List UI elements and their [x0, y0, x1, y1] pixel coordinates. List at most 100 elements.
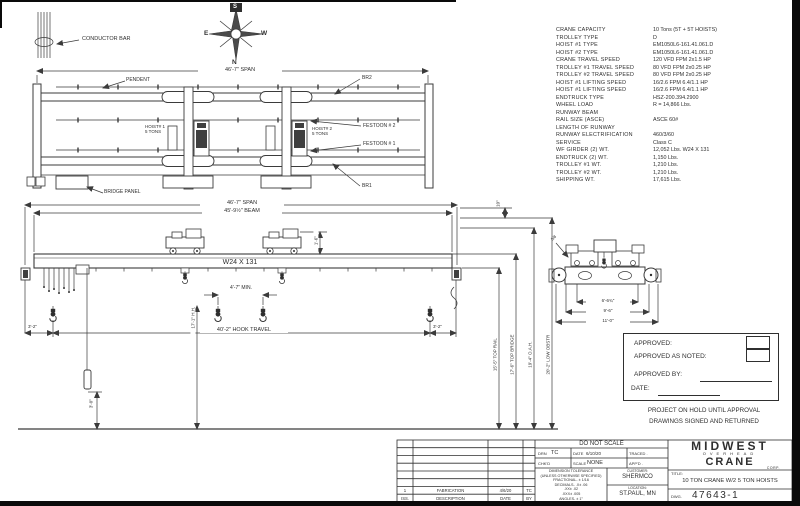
logo-midwest: MIDWEST — [691, 439, 769, 453]
approved-as-noted-label: APPROVED AS NOTED: — [634, 353, 707, 360]
chkd-label: CHK'D — [538, 461, 551, 466]
pendant-drop — [83, 268, 92, 390]
drawing-title: 10 TON CRANE W/2 5 TON HOISTS — [682, 478, 778, 484]
endview-dim3: 11'-0" — [586, 318, 630, 324]
elevation-dimensions — [18, 207, 558, 430]
spec-row: TROLLEY #2 WT.1,210 Lbs. — [556, 169, 679, 176]
sheet-edge-top — [0, 0, 456, 2]
approved-by-line[interactable] — [700, 381, 772, 382]
spec-row: RUNWAY BEAM — [556, 109, 599, 116]
plan-span-dim: 46'-7" SPAN — [198, 67, 282, 74]
spec-row: SHIPPING WT.17,615 Lbs. — [556, 177, 682, 183]
oah-dim: 19'-4" O.A.H. — [527, 322, 533, 387]
girder-br1 — [40, 156, 426, 166]
compass-west-label: W — [261, 30, 268, 37]
sheet-edge-left — [0, 0, 2, 28]
plan-view-linework — [26, 68, 434, 194]
customer-value: SHERMCO — [622, 474, 653, 480]
scale-value: NONE — [587, 459, 603, 466]
festoon1-label: FESTOON # 1 — [363, 141, 396, 147]
rev-header-description: DESCRIPTION — [436, 496, 465, 501]
elev-beam-dim: 45'-9½" BEAM — [202, 208, 282, 215]
location-label: LOCATION: — [628, 486, 647, 490]
company-logo: MIDWEST OVERHEAD CRANE CORP. — [668, 439, 792, 470]
pendant-station — [26, 176, 36, 187]
end-view-linework — [548, 239, 662, 285]
compass-s-box — [230, 3, 242, 12]
spec-row: TROLLEY #1 WT.1,210 Lbs. — [556, 162, 679, 168]
ten-inch-dim: 10" — [495, 200, 501, 207]
spec-row: RAIL SIZE (ASCE)ASCE 60# — [556, 117, 679, 123]
obstruction-break — [450, 286, 458, 310]
compass-north-label: N — [232, 59, 237, 66]
hoist2-label: HOIST# 2 5 TONS — [312, 126, 333, 137]
dwg-label: DWG. — [671, 494, 682, 499]
low-obstr-dim: 20'-2" LOW OBSTR — [545, 322, 551, 387]
sheet-edge-right — [792, 0, 800, 506]
top-rail-dim: 15'-5" TOP RAIL — [492, 322, 498, 387]
hold-note-line2: DRAWINGS SIGNED AND RETURNED — [649, 418, 759, 425]
drn-label: DRN — [538, 451, 547, 456]
endview-dim1: 6'-6¾" — [586, 298, 630, 304]
rev-header-by: BY — [526, 496, 532, 501]
festoon-wires — [43, 264, 90, 294]
girder-br2 — [40, 92, 426, 102]
hook-height-dim: 17'-1" H.H. — [190, 297, 196, 338]
approved-by-label: APPROVED BY: — [634, 371, 683, 378]
drn-date-label: DATE — [573, 451, 584, 456]
spec-row: LENGTH OF RUNWAY — [556, 124, 615, 131]
right-offset-dim: 3'-2" — [433, 324, 442, 329]
elev-trolley-1 — [165, 228, 205, 274]
scale-label: SCALE — [573, 461, 587, 466]
traced-label: TRACED . — [629, 451, 648, 456]
hold-note-line1: PROJECT ON HOLD UNTIL APPROVAL — [647, 407, 761, 414]
spec-row: WF GIRDER (2) WT.12,052 Lbs. W24 X 131 — [556, 147, 710, 153]
hook-travel-dim: 40'-2" HOOK TRAVEL — [200, 327, 288, 334]
br1-label: BR1 — [362, 183, 372, 189]
drawing-number: 47643-1 — [692, 489, 740, 501]
title-label: TITLE: — [671, 471, 684, 476]
compass-south-label: S — [233, 4, 238, 10]
logo-corp: CORP. — [766, 465, 780, 470]
conductor-bar-label: CONDUCTOR BAR — [82, 36, 131, 42]
one-six-dim: 1'-6" — [313, 228, 319, 253]
rev-row-date: 4/6/20 — [499, 488, 512, 493]
approval-box — [623, 333, 779, 401]
appd-label: APP'D . — [629, 461, 643, 466]
sheet-edge-bottom — [0, 501, 800, 506]
elev-trolley-2 — [262, 228, 302, 274]
pendent-label: PENDENT — [126, 77, 150, 83]
left-offset-dim: 3'-2" — [28, 324, 37, 329]
approval-date-line[interactable] — [658, 395, 720, 396]
left-endtruck — [32, 83, 42, 189]
compass-east-label: E — [204, 30, 209, 37]
customer-label: CUSTOMER: — [627, 469, 648, 473]
approved-as-noted-checkbox[interactable] — [746, 349, 770, 362]
approved-label: APPROVED: — [634, 340, 672, 347]
approval-date-label: DATE: — [631, 385, 650, 392]
rev-header-date: DATE — [500, 496, 511, 501]
rev-row-iss: 1 — [403, 488, 407, 493]
beam-size-label: W24 X 131 — [212, 259, 268, 268]
rev-row-description: FABRICATION — [436, 488, 465, 493]
plan-trolley-1 — [161, 86, 215, 190]
approved-checkbox[interactable] — [746, 336, 770, 349]
logo-crane: CRANE — [705, 455, 755, 468]
do-not-scale-note: DO NOT SCALE — [579, 441, 624, 447]
logo-overhead: OVERHEAD — [702, 451, 758, 456]
pendant-drop-dim: 3'-0" — [88, 399, 94, 409]
location-value: ST.PAUL, MN — [619, 491, 656, 497]
drn-date-value: 6/10/20 — [586, 450, 602, 456]
br2-label: BR2 — [362, 75, 372, 81]
